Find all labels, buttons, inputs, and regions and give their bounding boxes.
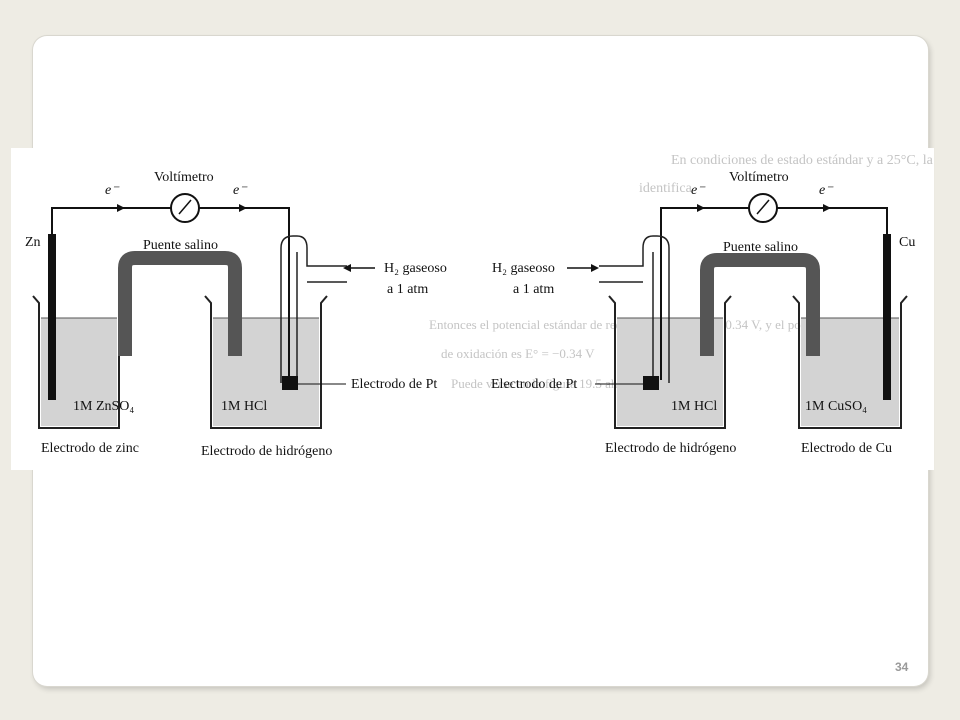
- zinc-label: Zn: [25, 235, 41, 250]
- background-fragment-2: identifica: [639, 181, 693, 196]
- right-voltmeter-label: Voltímetro: [729, 170, 789, 185]
- left-caption-hydrogen: Electrodo de hidrógeno: [201, 444, 332, 459]
- background-fragment-1: En condiciones de estado estándar y a 25…: [671, 153, 934, 168]
- right-solution-1-label: 1M HCl: [671, 399, 717, 414]
- left-beaker-2: [204, 295, 328, 429]
- right-pt-label: Electrodo de Pt: [491, 377, 577, 392]
- right-h2-tube: [599, 235, 670, 383]
- left-pt-electrode: [282, 376, 298, 390]
- right-gas-label-line1: H₂ gaseoso: [492, 261, 555, 276]
- right-pt-electrode: [643, 376, 659, 390]
- right-arrow-1: [697, 204, 705, 212]
- right-beaker-2: [792, 295, 908, 429]
- right-caption-hydrogen: Electrodo de hidrógeno: [605, 441, 736, 456]
- left-salt-bridge-label: Puente salino: [143, 238, 218, 253]
- right-caption-copper: Electrodo de Cu: [801, 441, 892, 456]
- left-cell: Zn Voltímetro e⁻ e⁻ Puente salino H₂ gas…: [25, 170, 447, 459]
- left-electron-label-2: e⁻: [233, 183, 248, 198]
- left-pt-label: Electrodo de Pt: [351, 377, 437, 392]
- left-arrow-2: [239, 204, 247, 212]
- background-fragment-5: Puede verse en la figura 19.5 ahora: [451, 376, 634, 391]
- right-wire-b: [777, 207, 888, 234]
- copper-electrode: [883, 234, 891, 400]
- right-salt-bridge: [700, 253, 820, 356]
- left-electron-label-1: e⁻: [105, 183, 120, 198]
- right-arrow-2: [823, 204, 831, 212]
- left-arrow-1: [117, 204, 125, 212]
- background-fragment-4: de oxidación es E° = −0.34 V: [441, 346, 595, 361]
- left-solution-2-label: 1M HCl: [221, 399, 267, 414]
- zinc-electrode: [48, 234, 56, 400]
- left-wire-b: [199, 207, 290, 380]
- left-caption-zinc: Electrodo de zinc: [41, 441, 139, 456]
- left-salt-bridge: [118, 251, 242, 356]
- right-beaker-1: [608, 295, 732, 429]
- figure-background: [11, 148, 934, 470]
- right-cell: Cu Voltímetro e⁻ e⁻ Puente salino H₂ gas…: [491, 170, 915, 456]
- left-gas-label-line1: H₂ gaseoso: [384, 261, 447, 276]
- right-gas-label-line2: a 1 atm: [513, 282, 554, 297]
- right-electron-label-2: e⁻: [819, 183, 834, 198]
- left-voltmeter-label: Voltímetro: [154, 170, 214, 185]
- right-solution-2-label: 1M CuSO₄: [805, 399, 867, 414]
- right-salt-bridge-label: Puente salino: [723, 240, 798, 255]
- cells-diagram: En condiciones de estado estándar y a 25…: [11, 148, 934, 470]
- left-wire-a: [51, 207, 171, 234]
- right-electron-label-1: e⁻: [691, 183, 706, 198]
- right-wire-a: [660, 207, 749, 380]
- copper-label: Cu: [899, 235, 915, 250]
- electrochemical-cells-figure: En condiciones de estado estándar y a 25…: [11, 148, 934, 470]
- background-text: En condiciones de estado estándar y a 25…: [429, 153, 934, 391]
- left-solution-1-label: 1M ZnSO₄: [73, 399, 134, 414]
- left-h2-tube: [280, 235, 347, 383]
- page-number: 34: [895, 660, 909, 674]
- left-gas-label-line2: a 1 atm: [387, 282, 428, 297]
